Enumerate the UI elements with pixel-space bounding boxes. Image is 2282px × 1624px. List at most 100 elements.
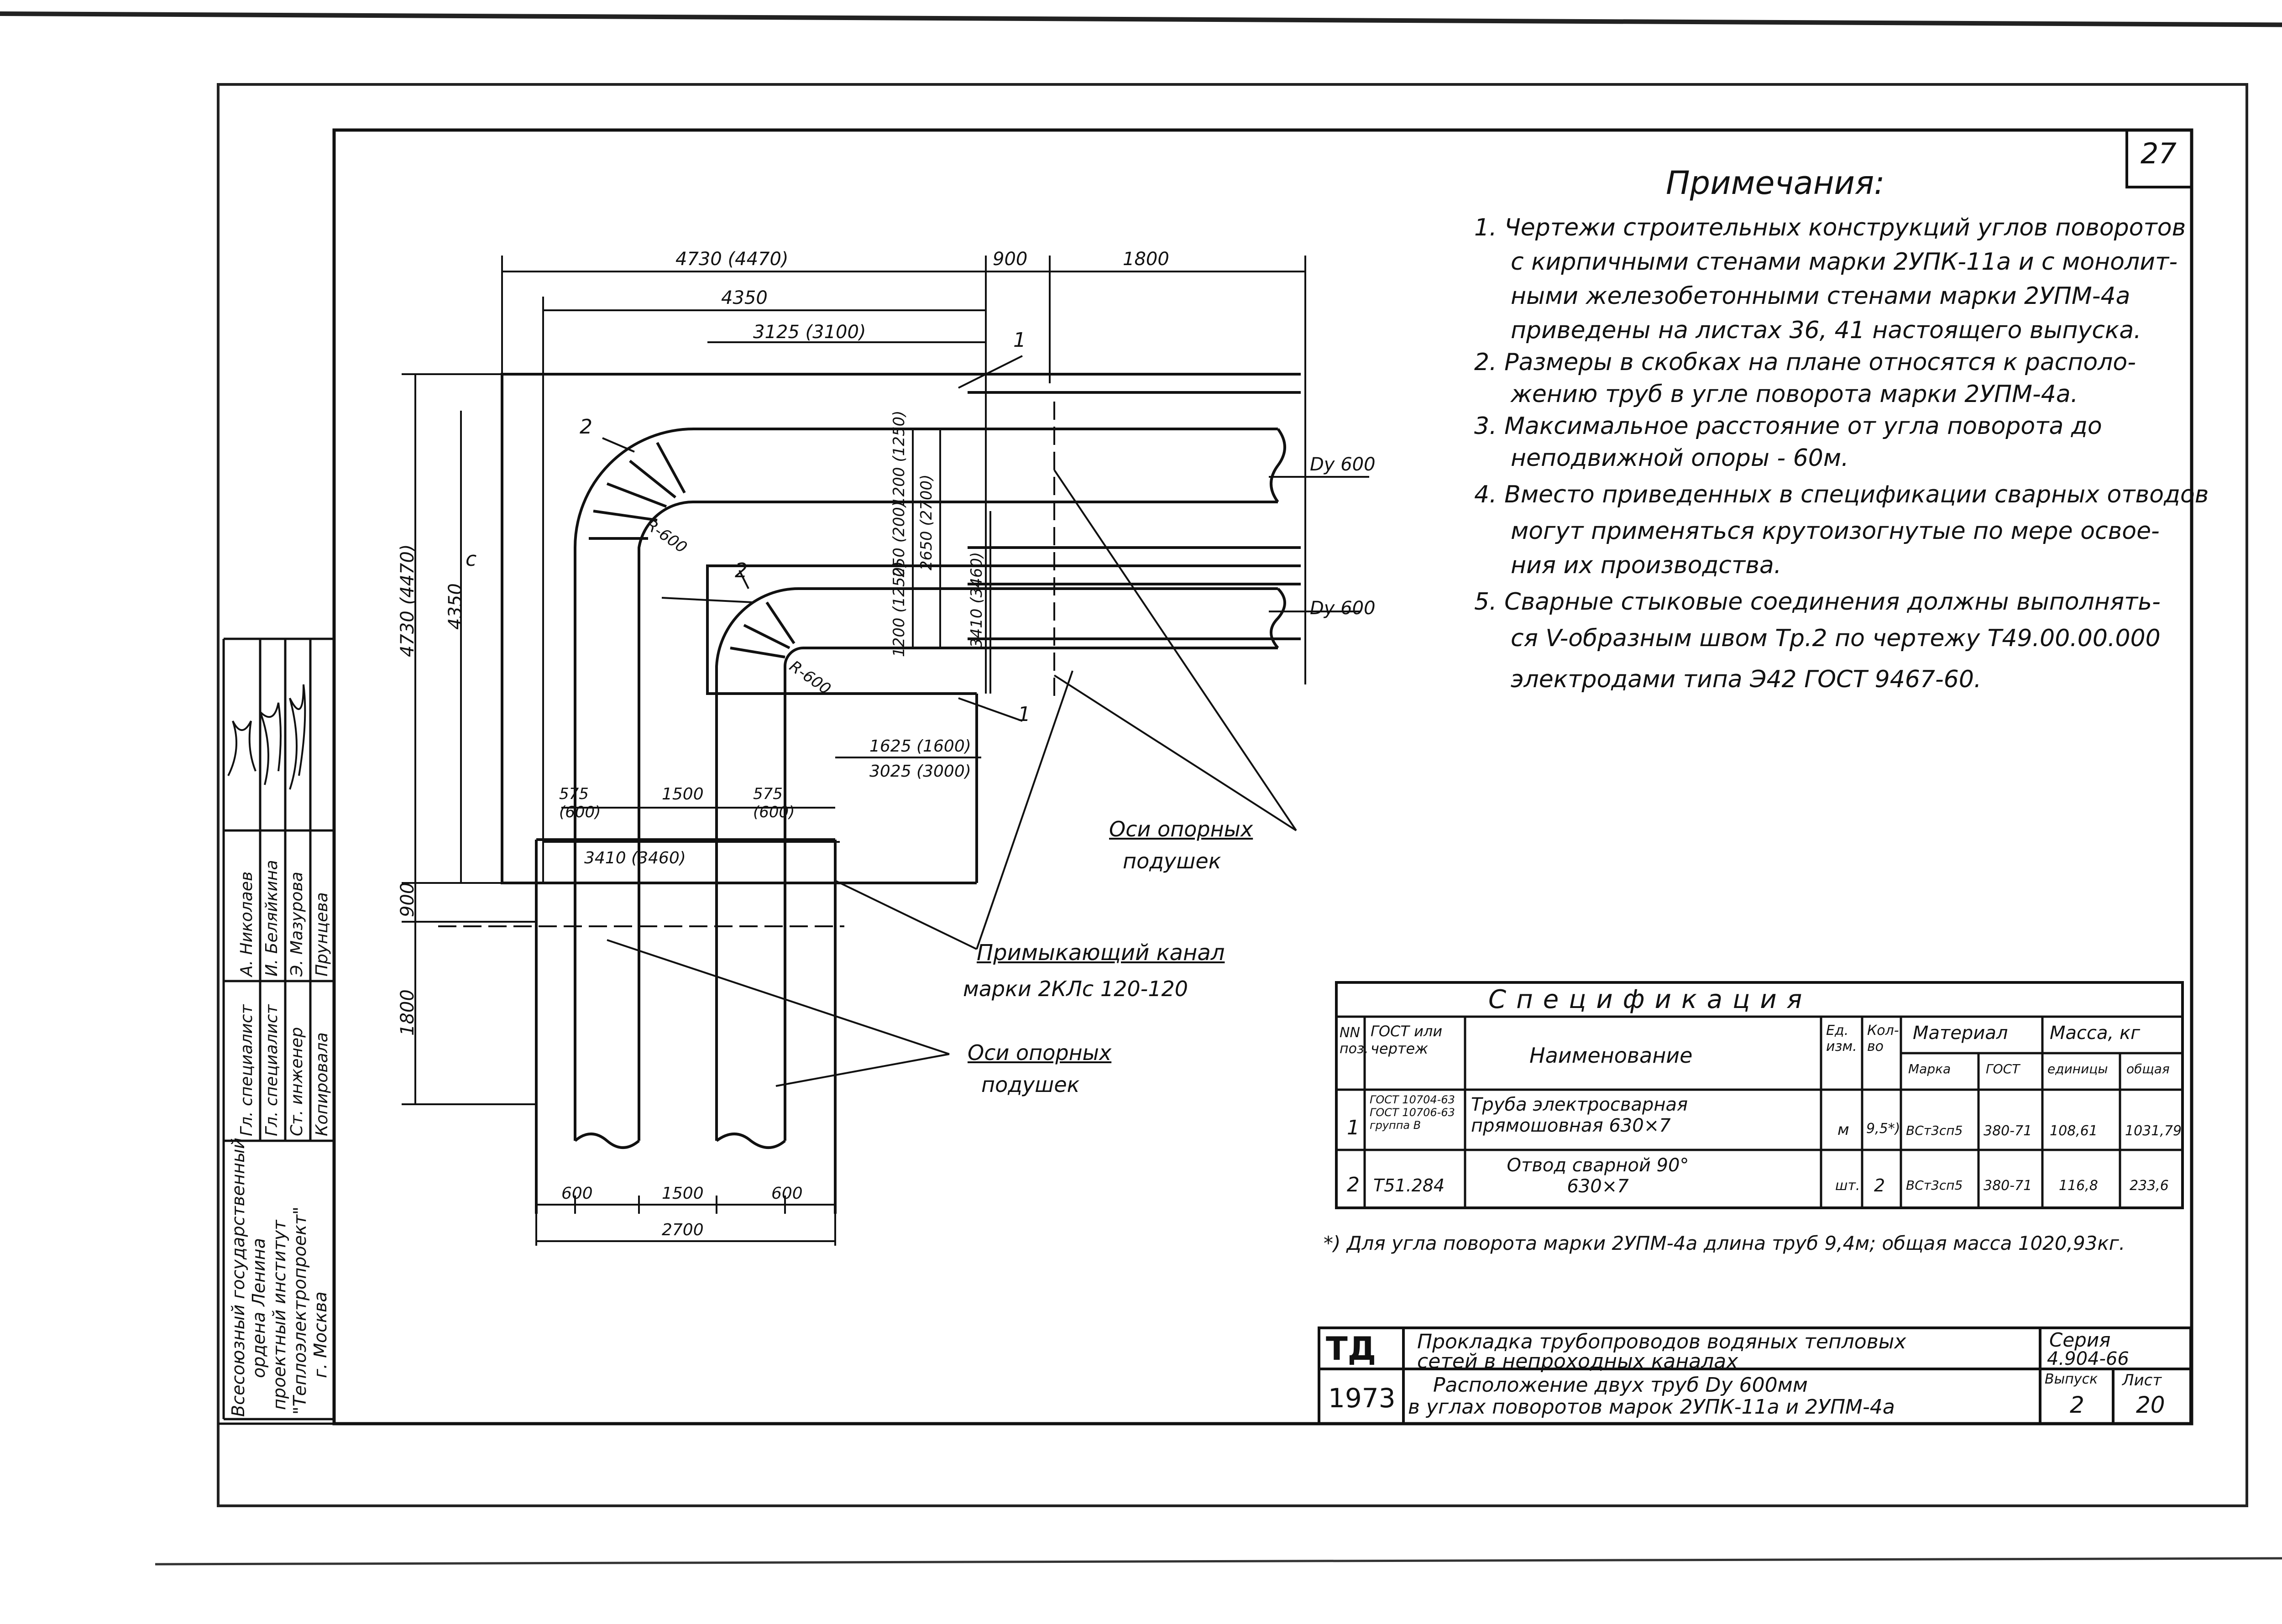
spec-header-matgost: ГОСТ (1986, 1061, 2020, 1076)
org-line: ордена Ленина (249, 1238, 269, 1378)
spec-header-material: Материал (1913, 1023, 2008, 1044)
tb-sheet-label: Лист (2122, 1371, 2162, 1389)
role-label: Гл. специалист (262, 1004, 281, 1136)
position-mark: 2 (735, 559, 748, 582)
role-label: Гл. специалист (237, 1004, 256, 1136)
spec-header-mass: Масса, кг (2050, 1023, 2141, 1044)
signatures (227, 684, 306, 790)
dim-mid: 1200 (1250) (890, 561, 908, 657)
note-line: 2. Размеры в скобках на плане относятся … (1474, 349, 2136, 376)
person-name: Прунцева (313, 892, 331, 976)
dim-inner: 1625 (1600) (869, 737, 971, 756)
row-qty: 9,5*) (1866, 1121, 1900, 1137)
spec-header-name: Наименование (1529, 1043, 1693, 1068)
role-label: Ст. инженер (288, 1027, 306, 1136)
row-gost: Т51.284 (1373, 1175, 1445, 1196)
dim-inner: 575 (600) (559, 785, 601, 821)
note-line: могут применяться крутоизогнутые по мере… (1511, 517, 2160, 545)
dim-inner: 1500 (662, 785, 704, 804)
org-line: г. Москва (310, 1291, 330, 1378)
tb-subtitle: Расположение двух труб Dу 600мм (1433, 1373, 1808, 1397)
inner-frame (332, 128, 2193, 1426)
outer-frame (217, 83, 2248, 1507)
callout-channel: Примыкающий канал (977, 940, 1225, 966)
spec-header-nn: NN поз. (1340, 1025, 1369, 1057)
row-mgost: 380-71 (1984, 1178, 2032, 1194)
tb-series: 4.904-66 (2047, 1348, 2129, 1369)
person-name: А. Николаев (237, 871, 256, 976)
row-unit: шт. (1835, 1178, 1860, 1194)
notes-title: Примечания: (1666, 164, 1885, 202)
tb-subtitle: в углах поворотов марок 2УПК-11а и 2УПМ-… (1408, 1395, 1895, 1419)
row-pos: 1 (1347, 1116, 1360, 1139)
tb-series-label: Серия (2049, 1329, 2111, 1351)
spec-header-qty: Кол-во (1867, 1023, 1899, 1055)
sheet-number: 27 (2141, 137, 2177, 170)
org-line: Всесоюзный государственный (228, 1138, 248, 1417)
row-mass-unit: 108,61 (2050, 1123, 2098, 1139)
tb-issue: 2 (2070, 1392, 2084, 1418)
dim-bottom: 1500 (662, 1184, 704, 1203)
note-line: 3. Максимальное расстояние от угла повор… (1474, 413, 2102, 440)
note-line: электродами типа Э42 ГОСТ 9467-60. (1511, 666, 1982, 693)
note-line: с кирпичными стенами марки 2УПК-11а и с … (1511, 248, 2178, 276)
dim-left: 1800 (397, 989, 418, 1036)
dim-mid: 2650 (2700) (917, 474, 936, 570)
dim-bottom: 600 (771, 1184, 803, 1203)
c-mark: с (466, 548, 477, 571)
note-line: ными железобетонными стенами марки 2УПМ-… (1511, 282, 2130, 310)
note-line: 5. Сварные стыковые соединения должны вы… (1474, 588, 2161, 616)
dim-mid: 3410 (3460) (968, 552, 986, 648)
note-line: 4. Вместо приведенных в спецификации сва… (1474, 481, 2209, 508)
note-line: ния их производства. (1511, 552, 1782, 579)
row-pos: 2 (1347, 1173, 1360, 1196)
dim-top: 3125 (3100) (753, 322, 866, 343)
note-line: 1. Чертежи строительных конструкций угло… (1474, 214, 2186, 241)
dim-bottom: 600 (561, 1184, 593, 1203)
dim-top: 1800 (1123, 249, 1169, 270)
spec-header-mark: Марка (1908, 1061, 1951, 1076)
dim-top: 4730 (4470) (675, 249, 789, 270)
note-line: жению труб в угле поворота марки 2УПМ-4а… (1511, 381, 2078, 408)
dim-inner: 3025 (3000) (869, 762, 971, 781)
row-gost: ГОСТ 10704-63 ГОСТ 10706-63 группа В (1370, 1093, 1455, 1132)
callout-supports: Оси опорных (1109, 817, 1253, 841)
dim-mid: 1200 (1250) (890, 410, 908, 507)
spec-header-mass-total: общая (2126, 1061, 2170, 1076)
position-mark: 1 (1013, 329, 1026, 352)
position-mark: 2 (580, 415, 592, 439)
dim-inner: 3410 (3460) (584, 849, 686, 867)
row-unit: м (1837, 1121, 1849, 1139)
tb-title: сетей в непроходных каналах (1417, 1350, 1738, 1373)
dim-inner: 575 (600) (753, 785, 795, 821)
dim-left: 900 (397, 882, 418, 917)
org-line: "Теплоэлектропроект" (290, 1206, 310, 1415)
tb-code: ТД (1326, 1330, 1377, 1368)
row-mass-unit: 116,8 (2059, 1178, 2098, 1194)
row-mark: ВСт3сп5 (1906, 1178, 1963, 1193)
pipe-label: Dу 600 (1310, 598, 1376, 619)
spec-header-mass-unit: единицы (2047, 1061, 2108, 1076)
tb-sheet: 20 (2136, 1392, 2165, 1418)
tb-title: Прокладка трубопроводов водяных тепловых (1417, 1330, 1906, 1353)
note-line: ся V-образным швом Тр.2 по чертежу Т49.0… (1511, 625, 2161, 652)
spec-header-gost: ГОСТ или чертеж (1371, 1023, 1443, 1057)
person-name: Э. Мазурова (288, 872, 306, 976)
pipe-label: Dу 600 (1310, 454, 1376, 475)
spec-table: Спецификация NN поз. ГОСТ или чертеж Наи… (1335, 981, 2184, 1209)
dim-top: 900 (993, 249, 1028, 270)
callout-channel: марки 2КЛс 120-120 (963, 976, 1188, 1001)
note-line: приведены на листах 36, 41 настоящего вы… (1511, 317, 2141, 344)
tb-year: 1973 (1328, 1383, 1396, 1414)
row-mark: ВСт3сп5 (1906, 1123, 1963, 1138)
callout-supports: подушек (1123, 849, 1221, 873)
dim-left: 4350 (445, 583, 466, 630)
row-name: Отвод сварной 90° 630×7 (1507, 1155, 1689, 1197)
tb-issue-label: Выпуск (2045, 1371, 2098, 1387)
note-line: неподвижной опоры - 60м. (1511, 444, 1849, 472)
row-mass-total: 1031,79 (2125, 1123, 2182, 1139)
dim-bottom: 2700 (662, 1221, 704, 1239)
org-line: проектный институт (269, 1220, 289, 1410)
